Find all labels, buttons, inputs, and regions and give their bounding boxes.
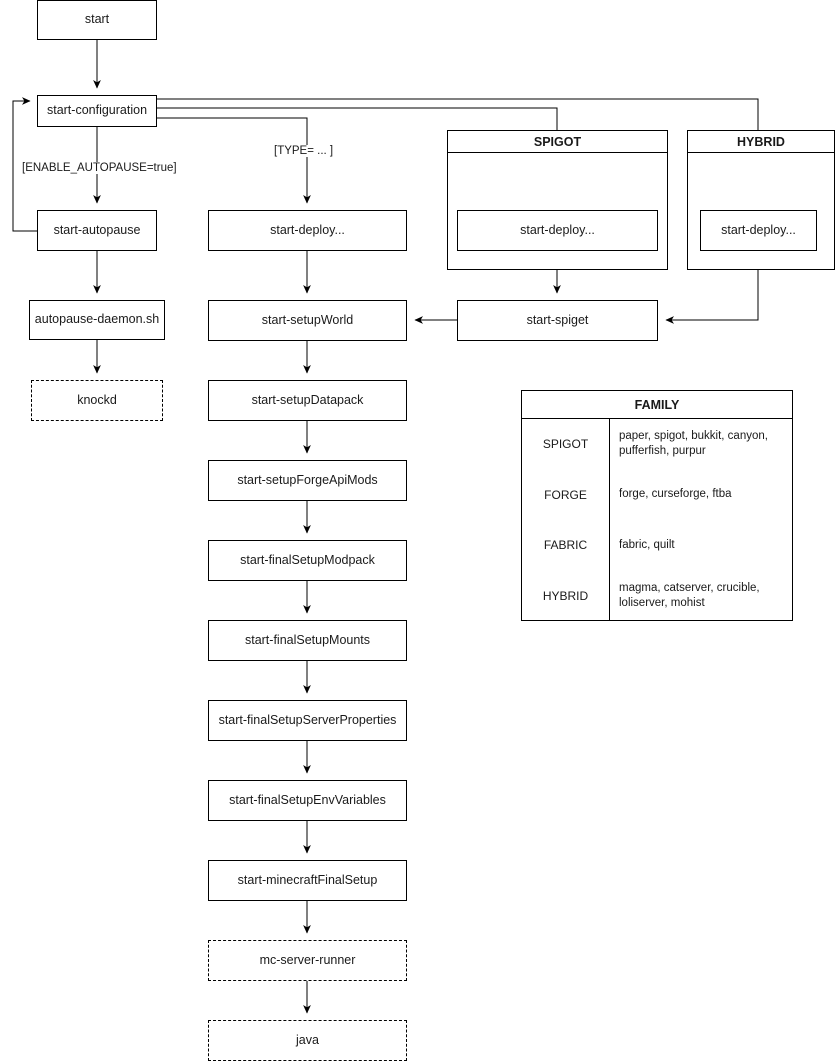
node-start-deploy-main[interactable]: start-deploy... (208, 210, 407, 251)
node-start-deploy-spigot[interactable]: start-deploy... (457, 210, 658, 251)
node-start-configuration[interactable]: start-configuration (37, 95, 157, 127)
family-legend-key: FABRIC (522, 520, 610, 571)
node-start-deploy-hybrid[interactable]: start-deploy... (700, 210, 817, 251)
family-legend-value: forge, curseforge, ftba (619, 488, 732, 501)
family-legend-title: FAMILY (522, 391, 792, 419)
node-java[interactable]: java (208, 1020, 407, 1061)
family-legend-row: FORGE forge, curseforge, ftba (522, 469, 792, 520)
node-start-setupworld[interactable]: start-setupWorld (208, 300, 407, 341)
family-legend-key: SPIGOT (522, 419, 610, 470)
node-start-finalsetupmodpack[interactable]: start-finalSetupModpack (208, 540, 407, 581)
family-legend-table: FAMILY SPIGOT paper, spigot, bukkit, can… (521, 390, 793, 621)
group-spigot-title: SPIGOT (448, 131, 667, 153)
family-legend-key: FORGE (522, 469, 610, 520)
family-legend-body: SPIGOT paper, spigot, bukkit, canyon, pu… (522, 419, 792, 621)
node-start-finalsetupserverproperties[interactable]: start-finalSetupServerProperties (208, 700, 407, 741)
family-legend-row: FABRIC fabric, quilt (522, 520, 792, 571)
edge-label-enable-autopause: [ENABLE_AUTOPAUSE=true] (20, 162, 179, 174)
family-legend-value: fabric, quilt (619, 538, 675, 551)
node-knockd[interactable]: knockd (31, 380, 163, 421)
node-start[interactable]: start (37, 0, 157, 40)
family-legend-key: HYBRID (522, 570, 610, 621)
edge-configuration-to-deploy-main (157, 117, 311, 204)
node-start-setupforgeapimods[interactable]: start-setupForgeApiMods (208, 460, 407, 501)
family-legend-row: SPIGOT paper, spigot, bukkit, canyon, pu… (522, 419, 792, 470)
node-start-autopause[interactable]: start-autopause (37, 210, 157, 251)
edge-label-type: [TYPE= ... ] (272, 145, 336, 157)
node-start-finalsetupmounts[interactable]: start-finalSetupMounts (208, 620, 407, 661)
group-hybrid-title: HYBRID (688, 131, 834, 153)
node-start-setupdatapack[interactable]: start-setupDatapack (208, 380, 407, 421)
family-legend-value: paper, spigot, bukkit, canyon, pufferfis… (619, 430, 768, 458)
family-legend-value: magma, catserver, crucible, loliserver, … (619, 581, 760, 609)
family-legend-row: HYBRID magma, catserver, crucible, lolis… (522, 570, 792, 621)
node-start-spiget[interactable]: start-spiget (457, 300, 658, 341)
node-mc-server-runner[interactable]: mc-server-runner (208, 940, 407, 981)
node-start-finalsetupenvvariables[interactable]: start-finalSetupEnvVariables (208, 780, 407, 821)
node-autopause-daemon-sh[interactable]: autopause-daemon.sh (29, 300, 165, 340)
node-start-minecraftfinalsetup[interactable]: start-minecraftFinalSetup (208, 860, 407, 901)
